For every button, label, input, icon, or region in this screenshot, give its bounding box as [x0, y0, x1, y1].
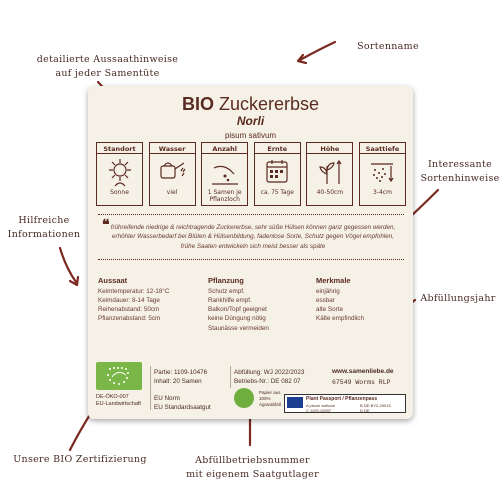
variety-name: Norli	[236, 114, 265, 128]
annotation-bio-cert: Unsere BIO Zertifizierung	[13, 454, 147, 465]
quote-mark-icon: ❝	[102, 217, 110, 233]
column-header: Aussaat	[98, 276, 128, 285]
eu-code: DE-ÖKO-007	[96, 394, 129, 400]
annotation-information: Hilfreiche Informationen	[4, 214, 84, 242]
description-text: frühreifende niedrige & reichtragende Zu…	[110, 224, 396, 250]
plant-passport-title: Plant Passport / Pflanzenpass	[306, 396, 378, 402]
paper-info: Papier aus 100% Agrarabfall	[259, 390, 281, 408]
sun-icon	[100, 154, 140, 190]
column-line: Balkon/Topf geeignet	[208, 306, 267, 314]
eu-standard: EU Standardsaatgut	[154, 404, 211, 412]
box-header: Saattiefe	[359, 143, 405, 154]
annotation-line: Hilfreiche	[18, 215, 70, 226]
annotation-line: mit eigenem Saatgutlager	[186, 468, 319, 480]
batch-number: Partie: 1109-10476	[154, 369, 208, 376]
box-value: Sonne	[110, 189, 129, 196]
eu-norm: EU Norm	[154, 395, 180, 402]
product-title: BIO Zuckererbse	[88, 94, 413, 115]
column-line: Keimtemperatur: 12-18°C	[98, 288, 170, 295]
pflanzung-column: Pflanzung Schutz empf. Rankhilfe empf. B…	[208, 276, 269, 333]
passport-field: B DE-BY2-29015	[360, 403, 391, 408]
annotation-line: Informationen	[7, 228, 81, 240]
annotation-line: Abfüllbetriebsnummer	[195, 455, 310, 466]
content-amount: Inhalt: 20 Samen	[154, 378, 202, 386]
annotation-line: auf jeder Samentüte	[55, 67, 160, 79]
passport-field: D DE	[360, 408, 370, 413]
annotation-line: Interessante	[427, 159, 493, 170]
address: 67549 Worms RLP	[332, 379, 391, 386]
info-box-standort: Standort Sonne	[96, 142, 143, 206]
aussaat-column: Aussaat Keimtemperatur: 12-18°C Keimdaue…	[98, 276, 169, 324]
merkmale-column: Merkmale einjährig essbar alte Sorte Käl…	[316, 276, 364, 324]
annotation-line: detailierte Aussaathinweise	[36, 54, 179, 65]
box-header: Ernte	[254, 143, 300, 154]
filling-year: Abfüllung: WJ 2022/2023	[234, 369, 305, 376]
box-header: Standort	[97, 143, 142, 154]
plant-passport: Plant Passport / Pflanzenpass A pisum sa…	[284, 394, 406, 413]
column-line: essbar	[316, 297, 335, 305]
annotation-line: Sortenhinweise	[420, 172, 500, 184]
norm-info: EU Norm EU Standardsaatgut	[154, 394, 211, 412]
column-line: Reihenabstand: 50cm	[98, 306, 160, 314]
passport-field: C 1109-10597	[306, 408, 332, 413]
eu-cert-info: DE-ÖKO-007 EU-Landwirtschaft	[96, 394, 141, 409]
recycle-icon	[234, 388, 254, 408]
description-box: ❝ frühreifende niedrige & reichtragende …	[98, 214, 404, 260]
box-value: 1 Samen je Pflanzloch	[207, 189, 242, 203]
box-value: 3-4cm	[372, 189, 392, 196]
title-bio: BIO	[181, 94, 214, 114]
column-line: keine Düngung nötig	[208, 315, 266, 323]
batch-info: Partie: 1109-10476 Inhalt: 20 Samen	[154, 368, 207, 386]
divider	[150, 366, 151, 410]
operator-number: Betriebs-Nr.: DE 082 07	[234, 378, 301, 386]
column-line: alte Sorte	[316, 306, 343, 314]
annotation-variety-name: Sortenname	[357, 41, 419, 52]
box-header: Wasser	[149, 143, 195, 154]
website-url: www.samenliebe.de	[332, 368, 394, 375]
info-box-ernte: Ernte ca. 75 Tage	[253, 142, 301, 206]
column-line: Schutz empf.	[208, 288, 245, 295]
seed-hand-icon	[205, 154, 245, 190]
eu-farming: EU-Landwirtschaft	[96, 401, 141, 408]
filling-info: Abfüllung: WJ 2022/2023 Betriebs-Nr.: DE…	[234, 368, 304, 386]
info-boxes: Standort Sonne Wasser viel Anzahl 1 Same…	[96, 142, 406, 206]
box-value: ca. 75 Tage	[260, 190, 294, 196]
latin-name: pisum sativum	[224, 131, 277, 140]
box-header: Höhe	[307, 143, 353, 154]
title-name: Zuckererbse	[218, 94, 320, 114]
column-line: Rankhilfe empf.	[208, 297, 252, 305]
column-line: Pflanzenabstand: 5cm	[98, 315, 161, 323]
column-line: Staunässe vermeiden	[208, 324, 269, 332]
packet-footer: DE-ÖKO-007 EU-Landwirtschaft Partie: 110…	[94, 354, 407, 414]
calendar-icon	[257, 154, 297, 190]
eu-organic-logo	[96, 362, 142, 390]
passport-field: A pisum sativum	[306, 403, 336, 408]
column-line: Keimdauer: 8-14 Tage	[98, 297, 160, 305]
box-header: Anzahl	[202, 143, 248, 154]
box-value: 40-50cm	[316, 189, 344, 196]
eu-flag-icon	[287, 397, 303, 408]
seed-depth-icon	[362, 154, 402, 190]
column-line: Kälte empfindlich	[316, 315, 364, 323]
info-box-anzahl: Anzahl 1 Samen je Pflanzloch	[201, 142, 249, 206]
seed-packet: BIO Zuckererbse Norli pisum sativum Stan…	[88, 86, 413, 419]
column-line: einjährig	[316, 288, 340, 295]
info-box-saattiefe: Saattiefe 3-4cm	[358, 142, 406, 206]
info-box-hoehe: Höhe 40-50cm	[306, 142, 354, 206]
plant-height-icon	[310, 154, 350, 190]
column-header: Pflanzung	[208, 276, 244, 285]
watering-can-icon	[152, 154, 192, 190]
annotation-operator-number: Abfüllbetriebsnummer mit eigenem Saatgut…	[185, 454, 320, 482]
box-value: viel	[166, 189, 178, 196]
info-box-wasser: Wasser viel	[148, 142, 196, 206]
annotation-sowing-hints: detailierte Aussaathinweise auf jeder Sa…	[30, 53, 185, 81]
annotation-fill-year: Abfüllungsjahr	[420, 293, 496, 304]
column-header: Merkmale	[316, 276, 351, 285]
annotation-variety-notes: Interessante Sortenhinweise	[420, 158, 500, 186]
divider	[230, 366, 231, 388]
